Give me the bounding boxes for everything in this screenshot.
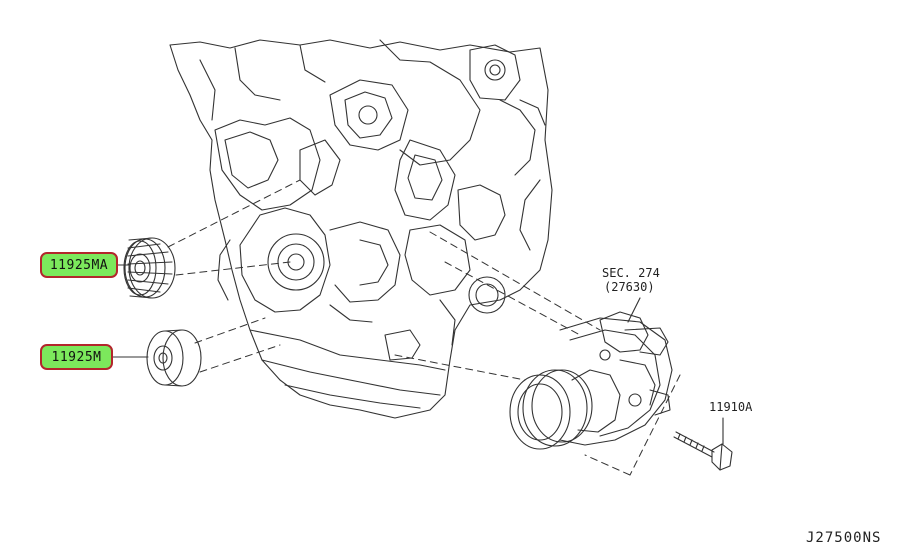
engine-block: [169, 39, 553, 419]
part-callout-11925ma[interactable]: 11925MA: [40, 252, 118, 278]
section-subreference: (27630): [604, 280, 655, 294]
bolt: [673, 417, 733, 471]
leader-lines: [167, 179, 681, 476]
section-reference: SEC. 274: [602, 266, 660, 280]
callout-leaders: [112, 264, 641, 358]
ac-compressor: [509, 311, 673, 450]
part-number-label: 11925MA: [49, 257, 109, 273]
part-number-label: 11925M: [51, 349, 102, 365]
part-callout-11925m[interactable]: 11925M: [40, 344, 113, 370]
grooved-idler-pulley: [123, 237, 176, 299]
bolt-part-number: 11910A: [709, 400, 753, 414]
diagram-code: J27500NS: [806, 530, 882, 546]
smooth-idler-pulley: [146, 329, 202, 387]
